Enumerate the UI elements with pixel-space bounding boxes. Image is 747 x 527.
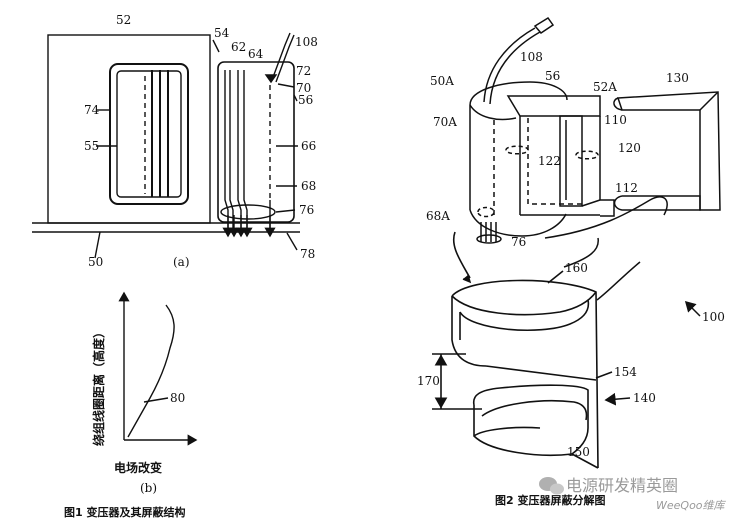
- ref2-170: 170: [417, 374, 440, 388]
- ref2-68A: 68A: [426, 209, 450, 223]
- curve-80: [127, 304, 175, 438]
- watermark: 电源研发精英圈 WeeQoo维库: [539, 476, 727, 512]
- watermark-text: 电源研发精英圈: [566, 476, 678, 495]
- fig2-shield-cup: [432, 270, 631, 469]
- fig1-sub-b: (b): [140, 481, 157, 495]
- fig2-reference-labels: 108 56 50A 52A 130 70A 110 122 120 112 6…: [417, 50, 725, 507]
- ref2-70A: 70A: [433, 115, 457, 129]
- ref2-110: 110: [604, 113, 627, 127]
- ref2-150: 150: [567, 445, 590, 459]
- ref-64: 64: [248, 47, 264, 61]
- ref2-120: 120: [618, 141, 641, 155]
- fig1b-labels: 80 绕组线圈距离（高度） 电场改变 (b) 图1 变压器及其屏蔽结构: [64, 326, 185, 519]
- ref-72: 72: [296, 64, 311, 78]
- watermark-brand: WeeQoo维库: [656, 499, 727, 512]
- fig2-caption: 图2 变压器屏蔽分解图: [495, 493, 605, 507]
- fig1a-reference-labels: 52 54 62 64 108 72 70 56 74 55 66 68 76 …: [84, 13, 318, 269]
- ref-74: 74: [84, 103, 100, 117]
- fig1-caption: 图1 变压器及其屏蔽结构: [64, 505, 185, 519]
- ref2-100: 100: [702, 310, 725, 324]
- ref-108: 108: [295, 35, 318, 49]
- fig2-transformer-assembly: [452, 16, 721, 317]
- ref-55: 55: [84, 139, 99, 153]
- ref-56: 56: [298, 93, 313, 107]
- ref-70: 70: [296, 81, 311, 95]
- fig1-sub-a: (a): [173, 255, 190, 269]
- ref2-122: 122: [538, 154, 561, 168]
- fig1a-transformer-drawing: [32, 32, 300, 259]
- ref2-108: 108: [520, 50, 543, 64]
- ref2-140: 140: [633, 391, 656, 405]
- fig1b-graph: [118, 291, 198, 446]
- ref-76: 76: [299, 203, 314, 217]
- ref-78: 78: [300, 247, 315, 261]
- ref-68: 68: [301, 179, 316, 193]
- ref2-130: 130: [666, 71, 689, 85]
- ref2-112: 112: [615, 181, 638, 195]
- ref2-76: 76: [511, 235, 526, 249]
- ref2-160: 160: [565, 261, 588, 275]
- wechat-icon: [539, 477, 564, 495]
- ref2-50A: 50A: [430, 74, 454, 88]
- curve-label-80: 80: [170, 391, 185, 405]
- ref-54: 54: [214, 26, 230, 40]
- ref-62: 62: [231, 40, 246, 54]
- ref-66: 66: [301, 139, 316, 153]
- ref2-154: 154: [614, 365, 637, 379]
- ref2-52A: 52A: [593, 80, 617, 94]
- ref-52: 52: [116, 13, 131, 27]
- ref-50: 50: [88, 255, 103, 269]
- x-axis-label: 电场改变: [114, 460, 162, 475]
- ref2-56: 56: [545, 69, 560, 83]
- y-axis-label: 绕组线圈距离（高度）: [91, 326, 106, 446]
